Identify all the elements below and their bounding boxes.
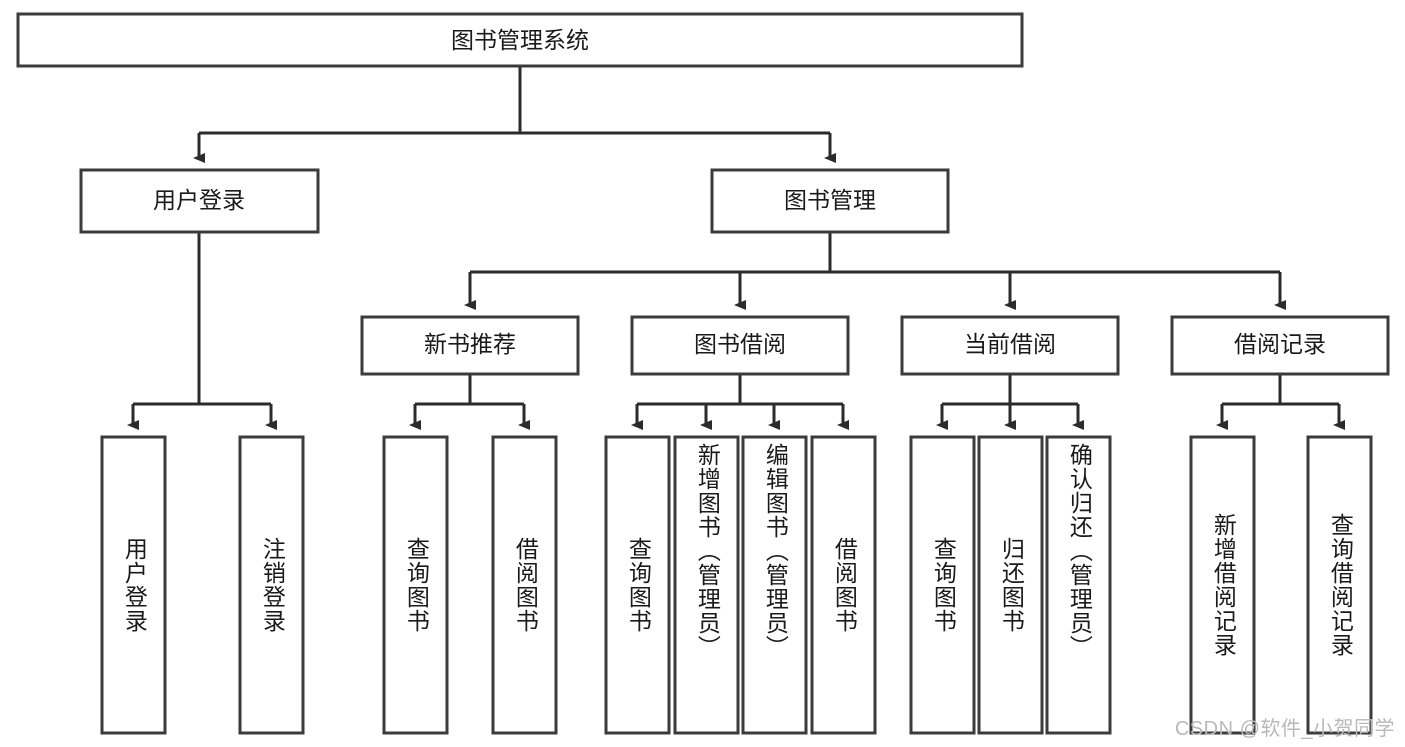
node-leaf-logout[interactable] bbox=[238, 435, 305, 735]
node-current-borrow[interactable]: 当前借阅 bbox=[900, 315, 1120, 376]
node-leaf-confirm-return[interactable] bbox=[1045, 435, 1112, 735]
node-leaf-add-book[interactable] bbox=[673, 435, 740, 735]
node-book-management[interactable]: 图书管理 bbox=[710, 168, 950, 234]
node-user-login-label: 用户登录 bbox=[153, 187, 245, 213]
connector-newbook-to-leaves bbox=[409, 374, 530, 430]
node-book-borrow-label: 图书借阅 bbox=[694, 331, 786, 357]
node-borrow-record-label: 借阅记录 bbox=[1234, 331, 1326, 357]
node-leaf-edit-book[interactable] bbox=[741, 435, 808, 735]
node-leaf-query-book-3[interactable] bbox=[909, 435, 976, 735]
node-leaf-query-book-1[interactable] bbox=[382, 435, 449, 735]
node-book-borrow[interactable]: 图书借阅 bbox=[630, 315, 850, 376]
node-current-borrow-label: 当前借阅 bbox=[964, 331, 1056, 357]
node-book-management-label: 图书管理 bbox=[784, 187, 876, 213]
watermark-text: CSDN @软件_小贺同学 bbox=[1174, 718, 1395, 740]
node-root[interactable]: 图书管理系统 bbox=[16, 12, 1024, 68]
connector-root-to-level1 bbox=[193, 66, 836, 163]
node-new-book-recommend-label: 新书推荐 bbox=[424, 331, 516, 357]
connector-bookmgmt-to-level2 bbox=[464, 232, 1286, 310]
connector-borrowrecord-to-leaves bbox=[1216, 374, 1345, 430]
node-leaf-borrow-book-1[interactable] bbox=[491, 435, 558, 735]
connector-currentborrow-to-leaves bbox=[936, 374, 1084, 430]
node-leaf-query-book-2[interactable] bbox=[604, 435, 671, 735]
node-leaf-user-login[interactable] bbox=[100, 435, 167, 735]
node-leaf-return-book[interactable] bbox=[977, 435, 1044, 735]
connector-bookborrow-to-leaves bbox=[631, 374, 849, 430]
node-new-book-recommend[interactable]: 新书推荐 bbox=[360, 315, 580, 376]
node-leaf-query-borrow-record[interactable] bbox=[1306, 435, 1373, 735]
node-leaf-borrow-book-2[interactable] bbox=[810, 435, 877, 735]
connector-userlogin-to-leaves bbox=[127, 232, 277, 430]
node-user-login[interactable]: 用户登录 bbox=[79, 168, 320, 234]
node-root-label: 图书管理系统 bbox=[451, 27, 589, 53]
node-borrow-record[interactable]: 借阅记录 bbox=[1170, 315, 1390, 376]
node-leaf-add-borrow-record[interactable] bbox=[1189, 435, 1256, 735]
